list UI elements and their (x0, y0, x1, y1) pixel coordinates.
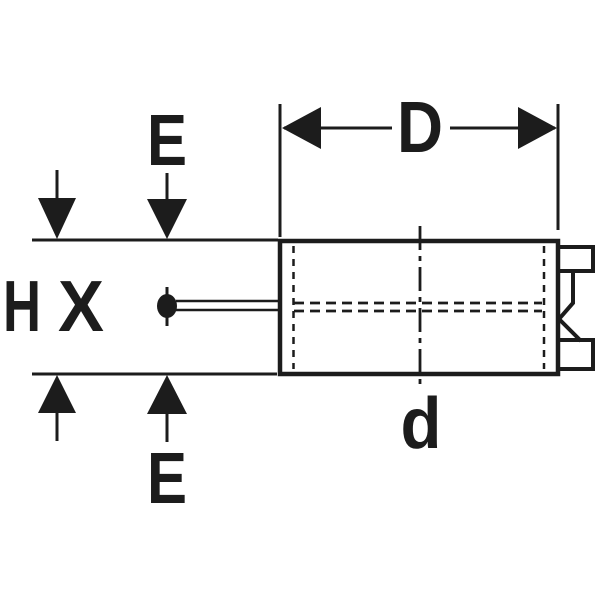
arrowhead-up-center-icon (147, 375, 187, 414)
terminal-pin-bottom (555, 338, 595, 371)
dimension-D: D (278, 88, 560, 237)
terminal-notch-profile (556, 271, 583, 343)
terminal-pin-top (555, 245, 595, 273)
arrowhead-right-icon (518, 107, 557, 149)
dimension-E-top: E (32, 101, 278, 242)
terminal-details (555, 245, 595, 371)
arrowhead-left-icon (282, 107, 321, 149)
arrowhead-down-left-icon (38, 198, 76, 239)
label-insertion-depth-E-bottom: E (147, 439, 187, 519)
label-x-dimension: X (58, 267, 104, 347)
dimension-E-bottom: E (32, 372, 277, 519)
label-pipe-diameter-d: d (401, 384, 442, 464)
dimension-H-X: H X (3, 267, 281, 347)
label-insertion-depth-E-top: E (147, 101, 187, 181)
arrowhead-up-left-icon (38, 375, 76, 413)
arrowhead-down-center-icon (147, 199, 187, 239)
coupling-body (277, 226, 561, 389)
label-height-H: H (3, 267, 41, 347)
label-outer-diameter-D: D (397, 88, 443, 168)
indicator-dot-icon (157, 294, 177, 318)
